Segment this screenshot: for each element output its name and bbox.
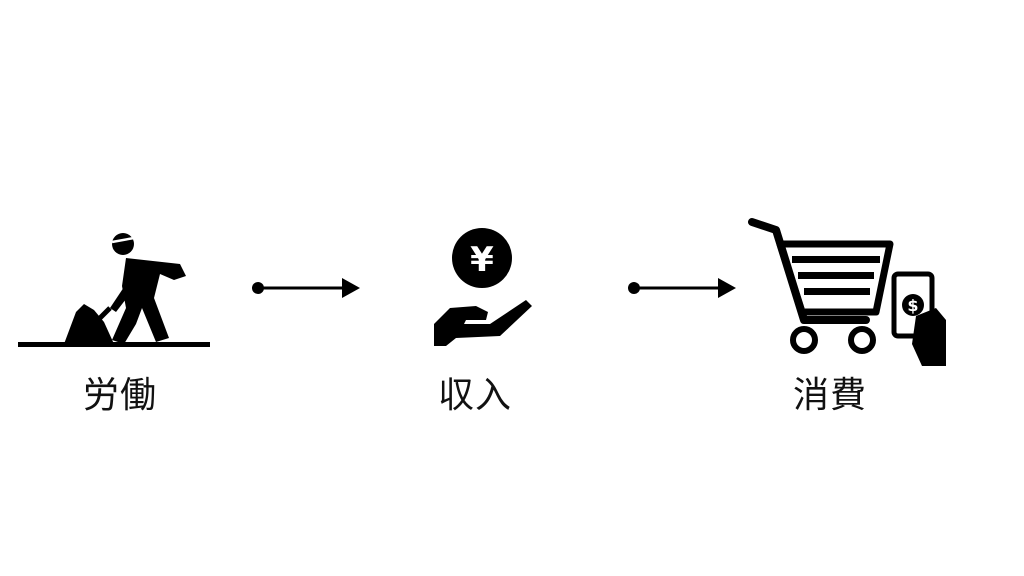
worker-digging-icon	[18, 233, 210, 347]
arrow-right-1	[252, 278, 360, 298]
yen-coin-hand-icon: ¥	[434, 228, 532, 346]
svg-text:¥: ¥	[470, 240, 494, 280]
shopping-cart-payment-icon: $	[748, 218, 946, 366]
step-label-income: 収入	[437, 375, 512, 416]
step-label-spending: 消費	[792, 375, 867, 416]
arrow-right-2	[628, 278, 736, 298]
svg-text:$: $	[907, 296, 918, 315]
step-label-labor: 労働	[82, 375, 157, 416]
